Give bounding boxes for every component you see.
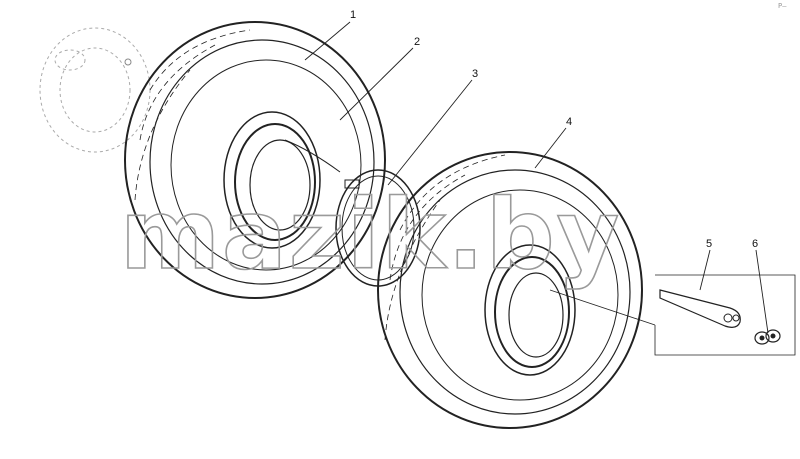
ghost-hub bbox=[39, 27, 151, 153]
callout-3: 3 bbox=[472, 68, 478, 80]
tire-left bbox=[124, 21, 386, 299]
callout-1: 1 bbox=[350, 9, 356, 21]
part-nuts bbox=[754, 329, 781, 345]
callout-2: 2 bbox=[414, 36, 420, 48]
leader-lines bbox=[304, 21, 769, 334]
part-valve bbox=[659, 289, 741, 328]
tire-right bbox=[377, 151, 643, 429]
corner-mark: P— bbox=[778, 2, 787, 10]
callout-5: 5 bbox=[706, 238, 712, 250]
inset-box bbox=[549, 274, 796, 356]
watermark: mazik.by bbox=[120, 179, 621, 291]
callout-6: 6 bbox=[752, 238, 758, 250]
callout-4: 4 bbox=[566, 116, 572, 128]
tube-pointer bbox=[284, 139, 341, 173]
